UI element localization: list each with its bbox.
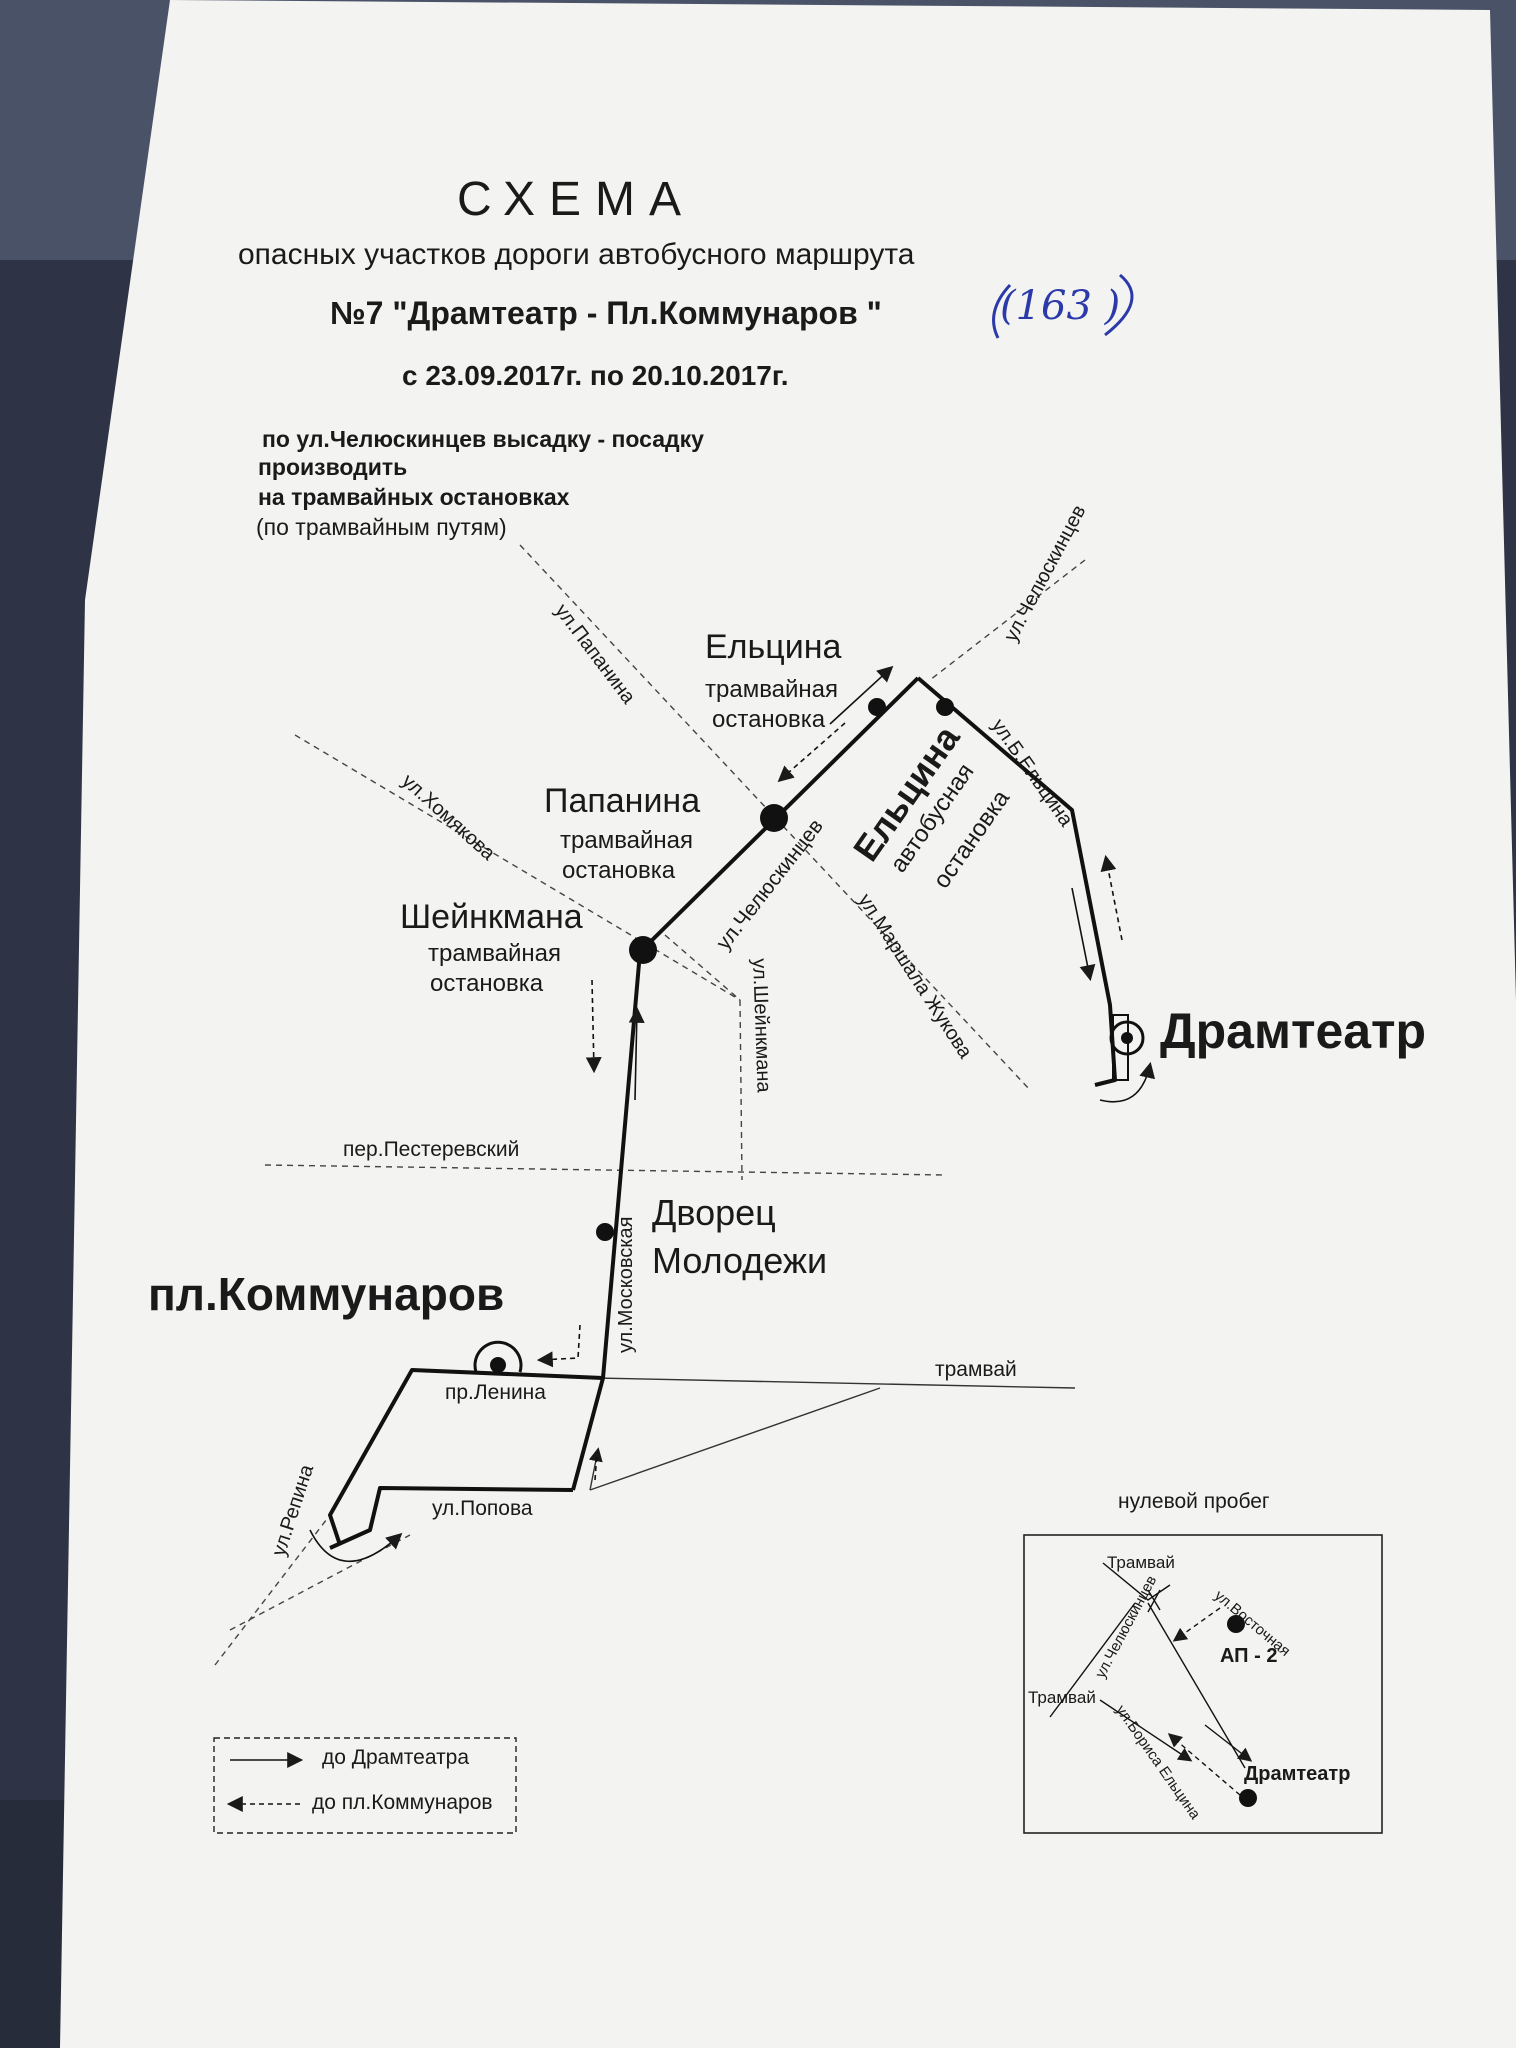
tram-lines [588, 1377, 1076, 1491]
legend-to-kommunarov: до пл.Коммунаров [312, 1791, 493, 1814]
note-line-3: на трамвайных остановках [258, 484, 570, 510]
terminal-dramteatr-label: Драмтеатр [1160, 1003, 1427, 1059]
stop-sheinkmana-type1: трамвайная [428, 940, 562, 967]
note-line-1: по ул.Челюскинцев высадку - посадку [262, 426, 704, 452]
page-subtitle: опасных участков дороги автобусного марш… [238, 238, 915, 271]
direction-arrows-solid [309, 665, 1156, 1563]
handwritten-bracket [992, 283, 1012, 339]
terminal-dramteatr-symbol [1109, 1014, 1145, 1081]
handwritten-route-number: (163 ) [1000, 283, 1121, 329]
route-popova-segment [329, 1486, 574, 1550]
stop-papanina-type2: остановка [562, 857, 676, 884]
inset-title: нулевой пробег [1118, 1490, 1270, 1513]
street-papanina-zhukova-line [519, 544, 1031, 1091]
street-label-sheinkmana: ул.Шейнкмана [748, 958, 775, 1093]
inset-tram-top: Трамвай [1107, 1553, 1175, 1572]
direction-arrows-dashed [536, 722, 1123, 1481]
route-eltsina-segment [916, 676, 1117, 1087]
stop-eltsina-bus-dot [936, 698, 954, 716]
note-line-2: производить [258, 454, 408, 480]
tram-line-diagonal [589, 1387, 881, 1491]
street-label-pesterevsky: пер.Пестеревский [343, 1138, 520, 1161]
stops [596, 698, 954, 1241]
stop-dvorets-line1: Дворец [652, 1192, 776, 1233]
stop-papanina-dot [760, 804, 788, 832]
tram-line-lenina [594, 1377, 1076, 1389]
stop-papanina-type1: трамвайная [560, 827, 694, 854]
inset-dramteatr: Драмтеатр [1244, 1763, 1351, 1785]
stop-eltsina-tram-dot [868, 698, 886, 716]
street-label-tram: трамвай [935, 1358, 1017, 1381]
street-label-lenina: пр.Ленина [445, 1381, 546, 1404]
inset-dramteatr-dot [1239, 1789, 1257, 1807]
inset-ap2: АП - 2 [1220, 1645, 1278, 1667]
street-pesterevsky-line [264, 1164, 946, 1176]
note-line-4: (по трамвайным путям) [256, 514, 507, 540]
route-name: №7 "Драмтеатр - Пл.Коммунаров " [330, 295, 882, 331]
stop-dvorets-dot [596, 1223, 614, 1241]
stop-sheinkmana-name: Шейнкмана [400, 898, 583, 936]
street-sheinkmana-line-a [664, 934, 741, 1001]
legend-to-dramteatr: до Драмтеатра [322, 1746, 470, 1769]
inset-ap2-dot [1227, 1615, 1245, 1633]
terminal-kommunarov-symbol [473, 1340, 523, 1373]
route-lenina-repina-segment [328, 1368, 604, 1546]
stop-sheinkmana-type2: остановка [430, 970, 544, 997]
street-label-moskovskaya: ул.Московская [615, 1216, 637, 1353]
validity-dates: с 23.09.2017г. по 20.10.2017г. [402, 360, 789, 391]
stop-papanina-name: Папанина [544, 782, 701, 820]
street-sheinkmana-line-b [739, 999, 743, 1181]
street-label-popova: ул.Попова [432, 1497, 533, 1520]
terminal-kommunarov-label: пл.Коммунаров [148, 1268, 505, 1320]
inset-tram-left: Трамвай [1028, 1688, 1096, 1707]
stop-eltsina-tram-name: Ельцина [705, 628, 842, 666]
stop-sheinkmana-dot [629, 936, 657, 964]
legend-box [213, 1737, 517, 1834]
street-khomyakova-line [294, 734, 741, 1001]
page-title: СХЕМА [457, 173, 695, 226]
street-repina-dash-a [214, 1514, 331, 1666]
inset-map [1023, 1534, 1383, 1834]
stop-dvorets-line2: Молодежи [652, 1240, 828, 1281]
cross-streets [214, 544, 1086, 1666]
stop-eltsina-tram-type2: остановка [712, 706, 826, 733]
stop-eltsina-tram-type1: трамвайная [705, 676, 839, 703]
